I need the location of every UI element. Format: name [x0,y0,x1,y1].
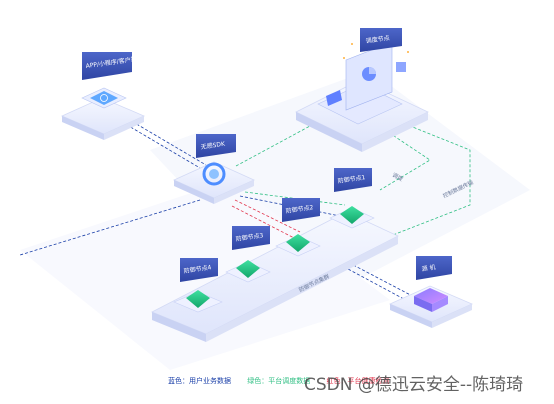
legend-red: 红色：平台健康检测 [326,377,390,385]
edge-app-sdk-2 [127,118,207,166]
origin-server-side [414,296,432,312]
defense-4-label: 防御节点4 [183,263,212,275]
origin-server-icon [414,288,448,304]
app-tag: APP/小程序/客户端 [82,52,137,80]
origin-tag: 源 机 [416,256,452,280]
sync-icon-inner [209,169,219,179]
edge-sdk-control [235,125,311,167]
spark-icon-2 [407,51,409,53]
node-defense-1[interactable]: 防御节点1 [329,168,375,229]
app-compass-icon [100,94,108,102]
origin-server-front [432,296,448,312]
control-label: 调度节点 [365,34,390,45]
defense-1-label: 防御节点1 [337,173,366,185]
legend-green: 绿色：平台调度数据 [247,377,311,385]
shield-icon [286,234,310,252]
shield-icon [340,206,364,224]
document-icon [326,90,342,106]
edge-control-sched [379,119,471,241]
pie-chart-slice-icon [369,67,376,74]
edge-sdk-cluster-blue [19,199,201,256]
server-icon [396,62,406,72]
app-screen-icon [90,91,118,105]
shield-icon [236,260,260,278]
legend-blue: 蓝色：用户业务数据 [168,377,231,385]
node-app[interactable]: APP/小程序/客户端 [61,52,145,140]
defense-3-label: 防御节点3 [235,231,264,243]
shield-icon [186,290,210,308]
sdk-tag: 无感SDK [196,134,236,158]
node-defense-2[interactable]: 防御节点2 [275,198,321,257]
edge-app-sdk [121,121,201,169]
edge-sdk-defense-red-1 [234,199,301,233]
defense-1-tag: 防御节点1 [334,168,372,192]
sdk-label: 无感SDK [200,140,226,151]
defense-2-tag: 防御节点2 [282,198,320,222]
node-defense-3[interactable]: 防御节点3 [225,226,271,283]
spark-icon [343,57,345,59]
sync-icon [202,162,226,186]
defense-2-label: 防御节点2 [285,203,314,215]
spark-icon-3 [351,43,353,45]
node-origin[interactable]: 源 机 [389,256,473,328]
watermark: CSDN @德迅云安全--陈琦琦 [304,375,524,395]
node-control[interactable]: 调度节点 [295,28,429,152]
legend: 蓝色：用户业务数据 绿色：平台调度数据 红色：平台健康检测 [168,376,403,386]
control-tag: 调度节点 [360,28,402,52]
node-defense-4[interactable]: 防御节点4 [173,258,223,313]
defense-3-tag: 防御节点3 [232,226,270,250]
defense-4-tag: 防御节点4 [180,258,218,282]
node-sdk[interactable]: 无感SDK [173,134,255,204]
origin-label: 源 机 [421,263,436,273]
edge-sdk-defense-red-2 [231,205,299,241]
edge-control-defense [379,129,431,191]
